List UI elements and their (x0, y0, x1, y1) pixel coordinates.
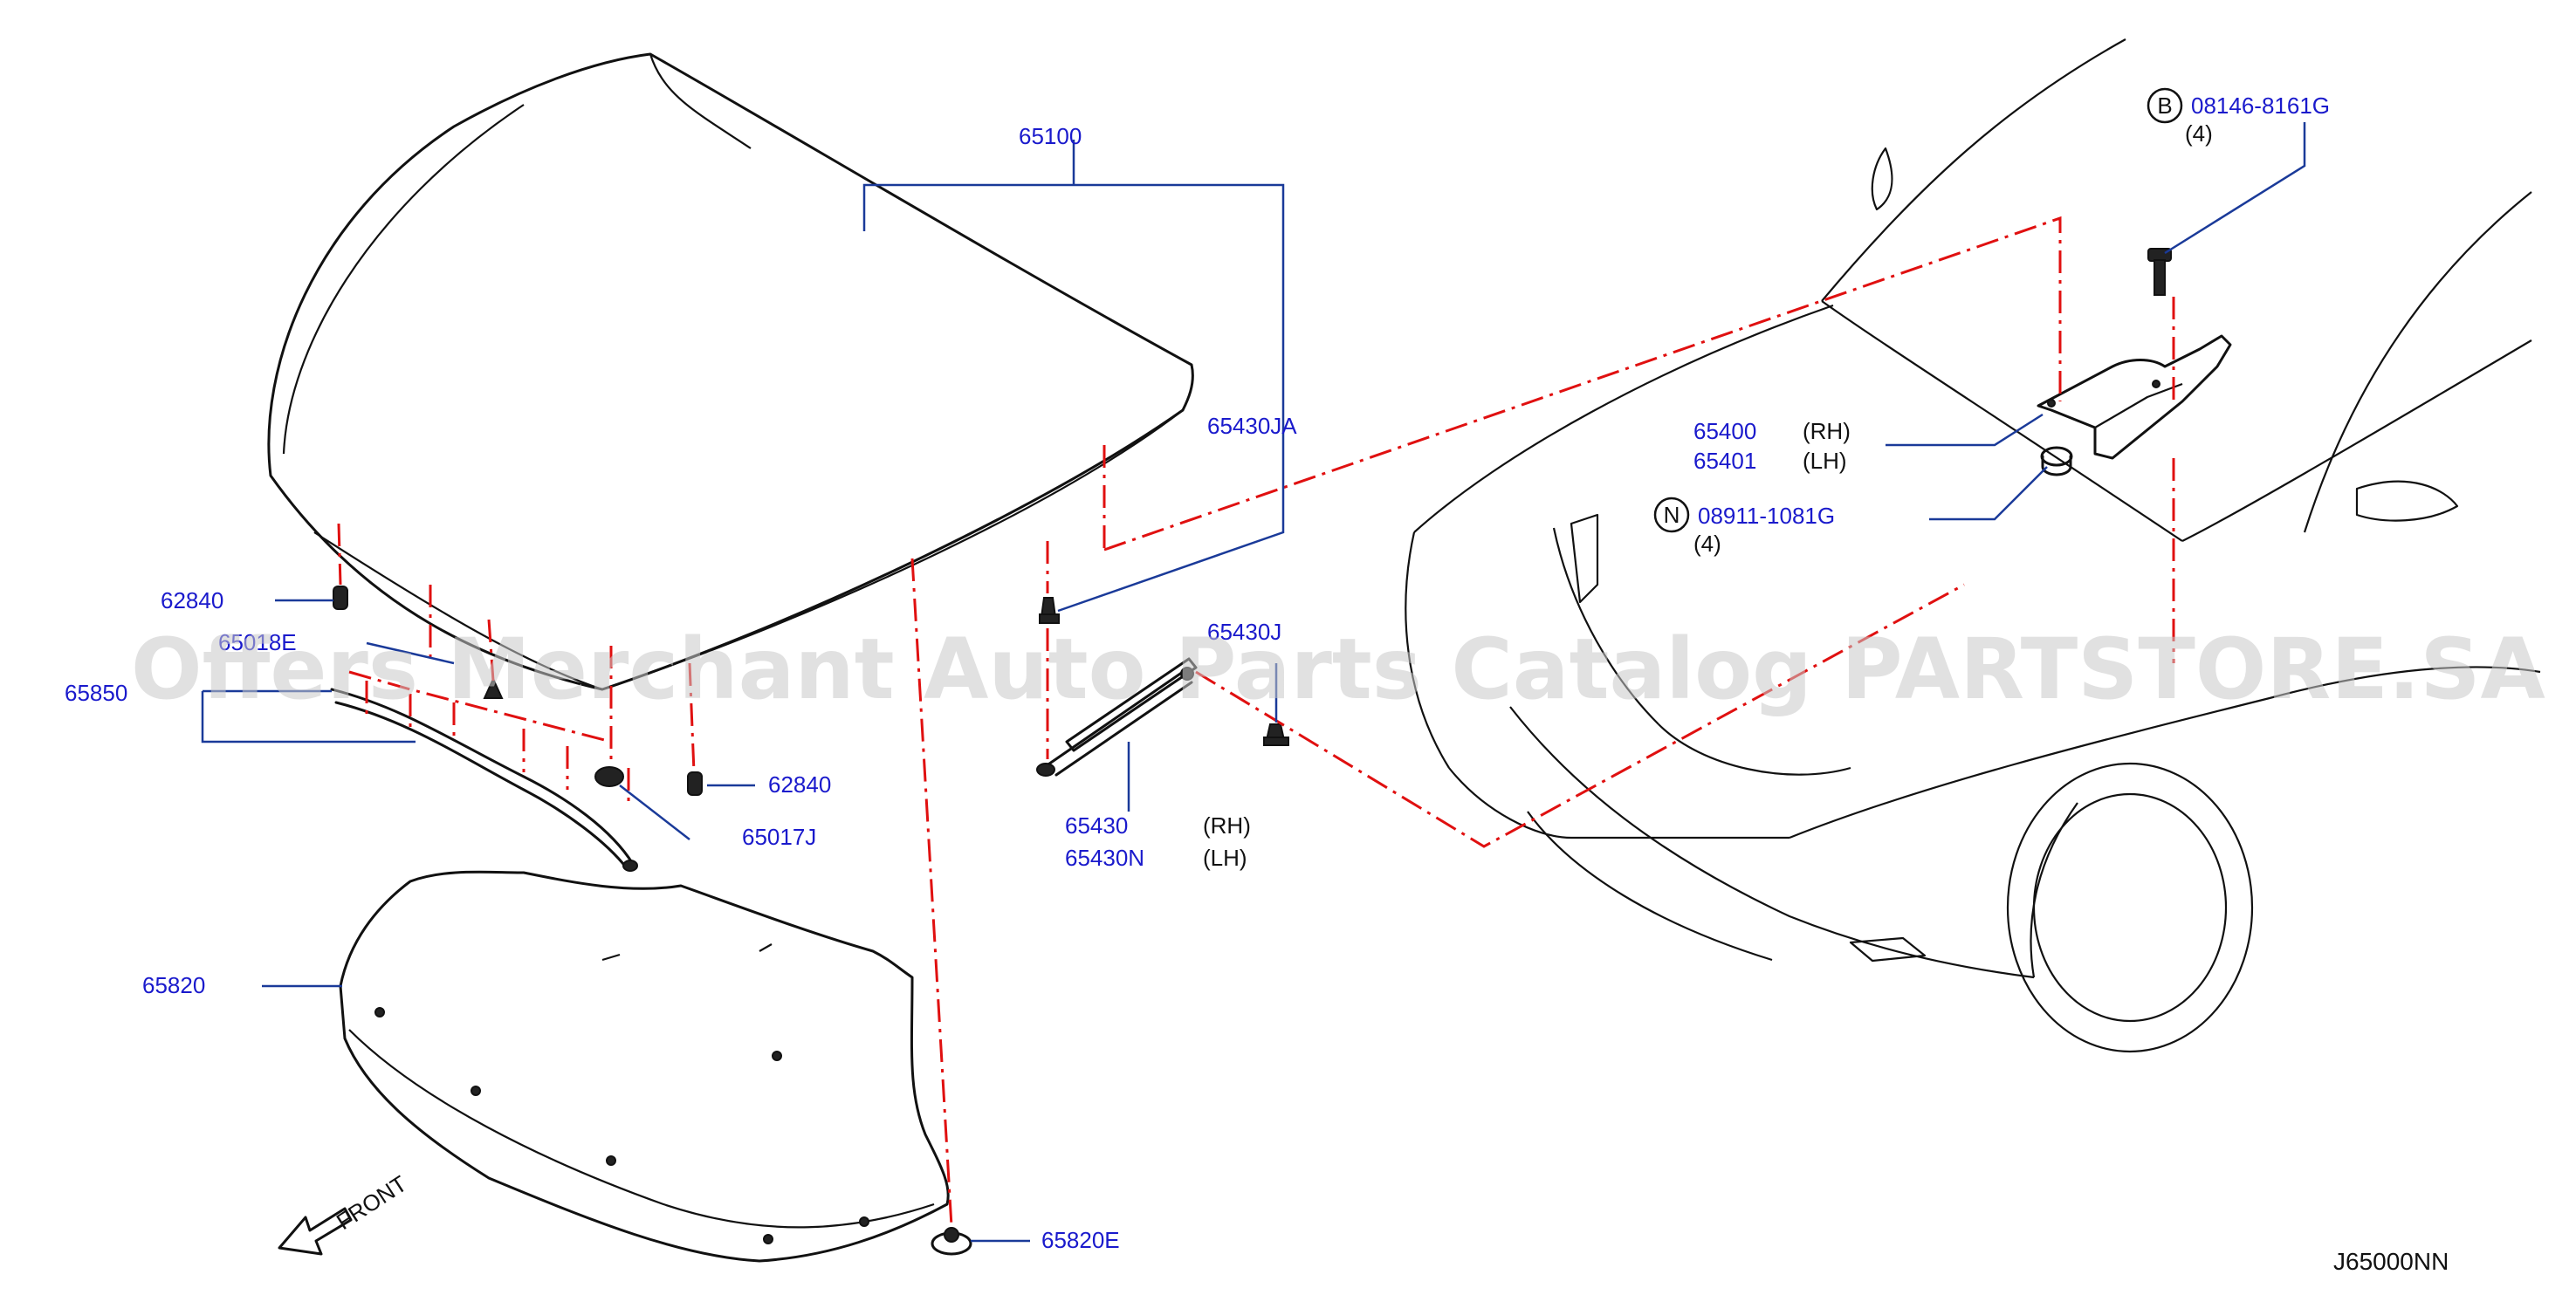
label-lh-stay: (LH) (1203, 845, 1247, 871)
stud-65430j[interactable] (1263, 723, 1289, 746)
bumper-rubber-65017j[interactable] (594, 766, 624, 787)
label-65401[interactable]: 65401 (1693, 448, 1756, 474)
label-rh-hinge: (RH) (1803, 418, 1851, 444)
clip-62840-top[interactable] (333, 586, 348, 610)
hood-insulator[interactable] (339, 870, 950, 1263)
leader-lines (201, 122, 2306, 1243)
label-62840-top[interactable]: 62840 (161, 587, 223, 613)
part-labels: 65100 65430JA 62840 65018E 65850 62840 6… (65, 87, 2449, 1275)
hood-seal[interactable] (330, 688, 638, 872)
hood-panel[interactable] (267, 52, 1194, 691)
watermark: Offers Merchant Auto Parts Catalog PARTS… (131, 620, 2545, 718)
label-65820[interactable]: 65820 (142, 972, 205, 998)
bolt-symbol-circle (2147, 87, 2183, 124)
label-65400[interactable]: 65400 (1693, 418, 1756, 444)
stay-bracket-65430ja[interactable] (1039, 597, 1060, 624)
front-label: FRONT (332, 1170, 412, 1235)
label-bolt-qty: (4) (2185, 120, 2213, 147)
clip-65820e[interactable] (931, 1227, 972, 1256)
label-08911-1081g[interactable]: 08911-1081G (1698, 503, 1835, 529)
car-body (1405, 38, 2541, 1053)
diagram-reference: J65000NN (2333, 1248, 2449, 1275)
hood-hinge[interactable] (2037, 334, 2232, 460)
label-65850[interactable]: 65850 (65, 680, 127, 706)
label-rh-stay: (RH) (1203, 812, 1251, 839)
label-62840-bottom[interactable]: 62840 (768, 771, 831, 798)
nut-08911-1081g[interactable] (2040, 446, 2073, 476)
label-08146-8161g[interactable]: 08146-8161G (2191, 92, 2330, 119)
label-65820e[interactable]: 65820E (1041, 1227, 1120, 1253)
bolt-symbol-letter: B (2157, 92, 2172, 119)
label-65430ja[interactable]: 65430JA (1207, 413, 1297, 439)
clip-62840-bottom[interactable] (687, 771, 703, 796)
label-65018e[interactable]: 65018E (218, 629, 297, 655)
clip-65018e[interactable] (483, 676, 504, 699)
front-arrow-indicator: FRONT (278, 1170, 412, 1256)
label-65100[interactable]: 65100 (1019, 123, 1082, 149)
label-lh-hinge: (LH) (1803, 448, 1847, 474)
phantom-lines (337, 216, 2175, 1227)
nut-symbol-letter: N (1664, 502, 1680, 528)
label-65017j[interactable]: 65017J (742, 824, 816, 850)
label-65430j[interactable]: 65430J (1207, 619, 1281, 645)
bolt-08146-8161g[interactable] (2147, 248, 2172, 296)
label-65430[interactable]: 65430 (1065, 812, 1128, 839)
nut-symbol-circle (1653, 497, 1690, 533)
hood-stay-damper[interactable] (1036, 657, 1198, 777)
label-65430n[interactable]: 65430N (1065, 845, 1144, 871)
label-nut-qty: (4) (1693, 531, 1721, 557)
